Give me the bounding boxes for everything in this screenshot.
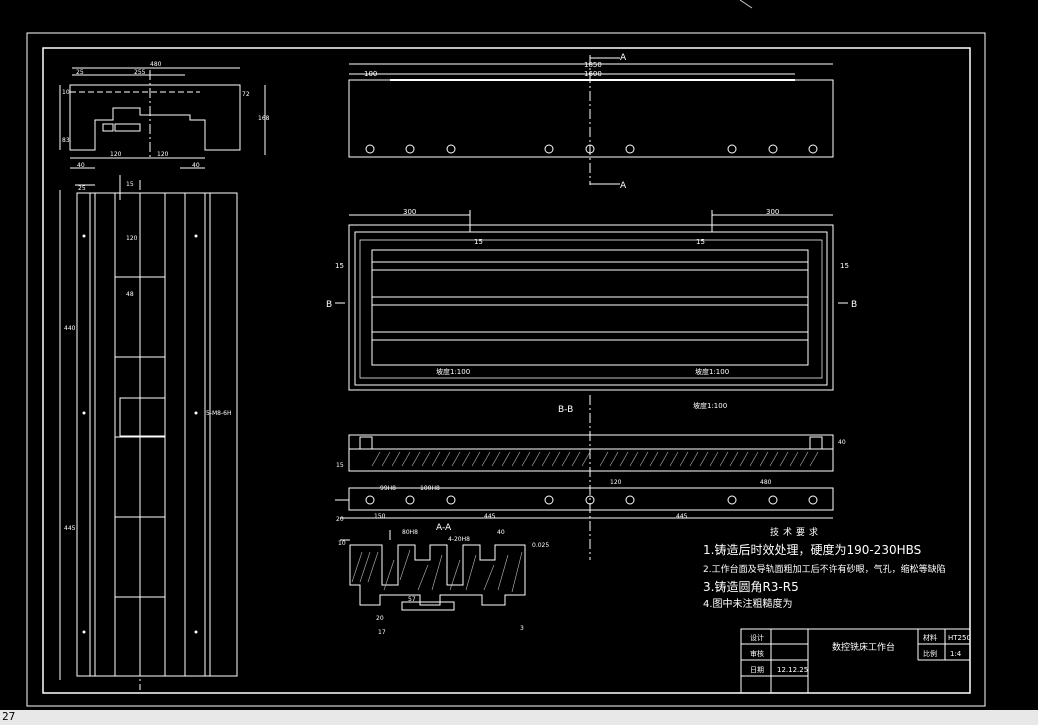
corner-mark: [739, 0, 753, 9]
section-label: A-A: [436, 523, 452, 533]
bb-section: [335, 434, 834, 519]
slope-label: 坡度1:100: [693, 401, 727, 410]
outer-frame: [26, 32, 986, 707]
dim-text: 15: [126, 181, 134, 188]
dim-text: 99H8: [380, 485, 396, 492]
dim-text: 300: [766, 208, 779, 216]
dim-text: 120: [157, 151, 169, 158]
dim-text: 10: [62, 89, 70, 96]
dim-text: 20: [336, 516, 344, 523]
plan-view-holes: [82, 234, 198, 634]
dim-text: 168: [258, 115, 270, 122]
section-label: B-B: [558, 405, 573, 415]
checker-label: 审核: [750, 649, 764, 658]
plan-view: [59, 175, 238, 690]
front-elevation: [348, 55, 834, 185]
dim-text: 445: [484, 513, 496, 520]
title-block: [740, 628, 971, 694]
tray-view: [335, 210, 848, 560]
material-value: HT250: [948, 634, 971, 642]
dim-text: 72: [242, 91, 250, 98]
dim-text: 80H8: [402, 529, 418, 536]
dim-text: 15: [474, 238, 483, 246]
material-label: 材料: [923, 633, 937, 642]
dim-text: 100: [364, 70, 377, 78]
tech-item: 4.图中未注粗糙度为: [703, 597, 793, 610]
designer-label: 设计: [750, 633, 764, 642]
tray-view-labels: 300 300 15 15 15 15 坡度1:100 坡度1:100 坡度1:…: [326, 208, 857, 415]
dim-text: 4-20H8: [448, 536, 470, 543]
inner-frame: [42, 47, 971, 694]
dim-text: 83: [62, 137, 70, 144]
dim-text: 15: [696, 238, 705, 246]
dim-text: 0.025: [532, 542, 549, 549]
dim-text: 480: [760, 479, 772, 486]
dim-text: 15: [335, 262, 344, 270]
section-label: A: [620, 181, 627, 191]
dim-text: 10: [338, 540, 346, 547]
end-view-dimensions: 480 25 255 10 72 168 83 120 120 40 40: [62, 61, 270, 169]
bb-holes: [365, 495, 818, 505]
tech-item: 1.铸造后时效处理，硬度为190-230HBS: [703, 542, 921, 557]
dim-text: 15: [840, 262, 849, 270]
dim-text: 480: [150, 61, 162, 68]
dim-text: 120: [110, 151, 122, 158]
tech-requirements: 技术要求 1.铸造后时效处理，硬度为190-230HBS 2.工作台面及导轨面粗…: [703, 526, 946, 610]
dim-text: 445: [64, 525, 76, 532]
section-label: B: [851, 300, 857, 310]
dim-text: 445: [676, 513, 688, 520]
dim-text: 17: [378, 629, 386, 636]
dim-text: 25: [78, 185, 86, 192]
aa-section: [340, 530, 526, 611]
dim-text: 120: [610, 479, 622, 486]
dim-text: 1850: [584, 61, 602, 69]
date-label: 日期: [750, 666, 764, 674]
dim-text: 40: [77, 162, 85, 169]
dim-text: 3: [520, 625, 524, 632]
dim-text: 15: [336, 462, 344, 469]
slope-label: 坡度1:100: [436, 367, 470, 376]
dim-text: 40: [192, 162, 200, 169]
front-elevation-holes: [365, 144, 818, 154]
tech-item: 2.工作台面及导轨面粗加工后不许有砂眼，气孔，缩松等缺陷: [703, 563, 946, 575]
front-elevation-labels: 1850 100 1600 A A: [364, 53, 627, 191]
dim-text: 57: [408, 596, 416, 603]
dim-text: 40: [838, 439, 846, 446]
drawing-name: 数控铣床工作台: [832, 641, 895, 653]
dim-text: 440: [64, 325, 76, 332]
section-label: A: [620, 53, 627, 63]
dim-text: 40: [497, 529, 505, 536]
date-value: 12.12.25: [777, 666, 808, 674]
dim-text: 100H8: [420, 485, 440, 492]
scale-value: 1:4: [950, 650, 962, 658]
status-bar: 27: [0, 710, 1038, 725]
aa-hatch: [351, 549, 523, 593]
dim-text: 25: [76, 69, 84, 76]
tech-heading: 技术要求: [770, 526, 822, 538]
dim-text: 5-M8-6H: [206, 410, 231, 417]
title-block-text: 设计 审核 日期 12.12.25 数控铣床工作台 材料 HT250 比例 1:…: [750, 633, 971, 674]
dim-text: 150: [374, 513, 386, 520]
dim-text: 255: [134, 69, 146, 76]
dim-text: 1600: [584, 70, 602, 78]
dim-text: 20: [376, 615, 384, 622]
dim-text: 48: [126, 291, 134, 298]
dim-text: 120: [126, 235, 138, 242]
slope-label: 坡度1:100: [695, 367, 729, 376]
scale-label: 比例: [923, 649, 937, 658]
aa-labels: A-A 80H8 4-20H8 40 0.025 57 20 17 10 3: [338, 523, 549, 636]
bb-labels: 40 15 20 120 480 150 445 445 99H8 100H8: [336, 439, 846, 523]
status-bar-text: 27: [2, 710, 16, 723]
bb-hatch: [371, 451, 819, 467]
section-label: B: [326, 300, 332, 310]
plan-view-dimensions: 25 15 120 48 440 445 5-M8-6H: [64, 181, 231, 532]
tech-item: 3.铸造圆角R3-R5: [703, 579, 799, 594]
end-view: [59, 67, 266, 169]
dim-text: 300: [403, 208, 416, 216]
